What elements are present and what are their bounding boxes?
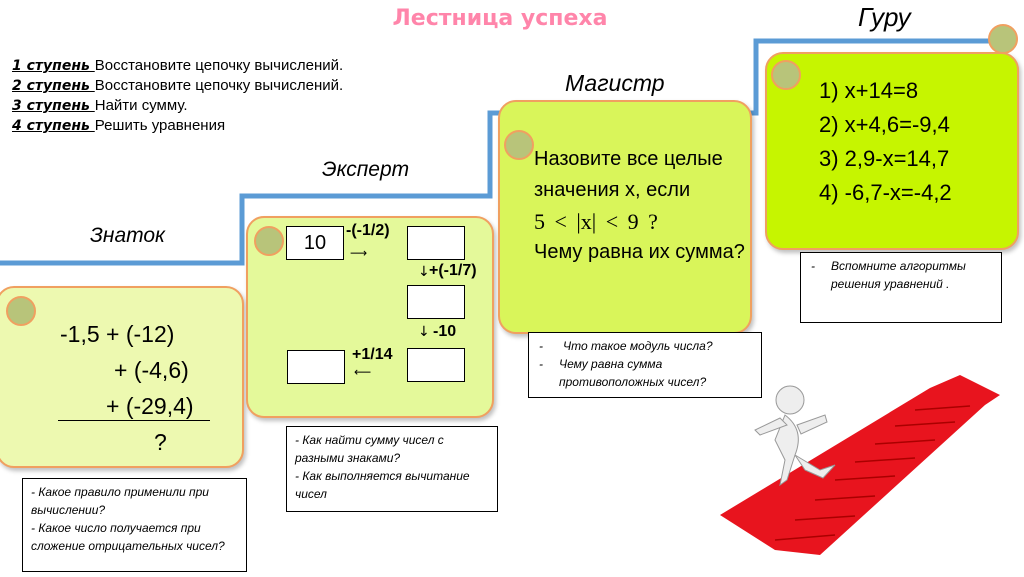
- question-text: Чему равна их сумма?: [534, 241, 745, 263]
- scroll-curl: [254, 226, 284, 256]
- equation: 3) 2,9-x=14,7: [819, 146, 950, 171]
- scroll-expert: 10 -(-1/2) ⟶ ↓ +(-1/7) ↓ -10 +1/14 ⟵: [246, 216, 494, 418]
- step-text: Восстановите цепочку вычислений.: [94, 77, 344, 94]
- arrow-left-icon: ⟵: [354, 365, 372, 379]
- expression-line: + (-29,4): [106, 393, 194, 419]
- scroll-magistr: Назовите все целые значения x, если 5 < …: [498, 100, 752, 334]
- step-label: 1 ступень: [12, 58, 95, 74]
- arrow-down-icon: ↓: [418, 324, 430, 340]
- scroll-guru: 1) x+14=8 2) x+4,6=-9,4 3) 2,9-x=14,7 4)…: [765, 52, 1019, 250]
- answer-box[interactable]: [287, 350, 345, 384]
- start-value-box: 10: [286, 226, 344, 260]
- hint-box-expert: - Как найти сумму чисел с разными знакам…: [286, 426, 498, 512]
- hint-text: Что такое модуль числа?: [563, 339, 713, 353]
- expression-line: + (-4,6): [114, 357, 189, 383]
- answer-box[interactable]: [407, 348, 465, 382]
- operation-label: +1/14: [352, 346, 393, 363]
- magistr-question: Назовите все целые значения x, если 5 < …: [534, 144, 750, 268]
- instruction-2: 2 ступень Восстановите цепочку вычислени…: [12, 76, 343, 96]
- instruction-3: 3 ступень Найти сумму.: [12, 96, 343, 116]
- equation: 1) x+14=8: [819, 78, 919, 103]
- hint-text: - Как выполняется вычитание чисел: [295, 469, 470, 501]
- answer-placeholder: ?: [154, 429, 167, 455]
- red-staircase-illustration: [720, 375, 1000, 555]
- hint-text: Чему равна сумма противоположных чисел?: [559, 357, 707, 389]
- hint-text: - Какое число получается при сложение от…: [31, 521, 225, 553]
- scroll-curl: [504, 130, 534, 160]
- hint-box-magistr: - Что такое модуль числа? - Чему равна с…: [528, 332, 762, 398]
- hint-item: - Что такое модуль числа?: [539, 339, 713, 353]
- expression-line: -1,5 + (-12): [60, 321, 175, 347]
- step-label: 3 ступень: [12, 98, 95, 114]
- step-text: Решить уравнения: [94, 117, 226, 134]
- sum-line: [58, 420, 210, 421]
- level-expert: Эксперт: [322, 158, 410, 181]
- hint-text: - Как найти сумму чисел с разными знакам…: [295, 433, 444, 465]
- inequality: 5 < |x| < 9 ?: [534, 209, 658, 234]
- slide-title: Лестница успеха: [392, 6, 608, 31]
- question-text: Назовите все целые значения x, если: [534, 148, 723, 201]
- hint-item: - Чему равна сумма противоположных чисел…: [539, 355, 753, 391]
- hint-item: - Вспомните алгоритмы решения уравнений …: [811, 257, 993, 293]
- scroll-curl: [6, 296, 36, 326]
- step-label: 2 ступень: [12, 78, 95, 94]
- hint-text: - Какое правило применили при вычислении…: [31, 485, 209, 517]
- equation: 4) -6,7-x=-4,2: [819, 180, 952, 205]
- scroll-znatok: -1,5 + (-12) + (-4,6) + (-29,4) ?: [0, 286, 244, 468]
- operation-label: +(-1/7): [429, 262, 477, 279]
- arrow-right-icon: ⟶: [350, 246, 368, 260]
- operation-label: -10: [433, 323, 457, 340]
- arrow-down-icon: ↓: [418, 264, 430, 280]
- instruction-4: 4 ступень Решить уравнения: [12, 116, 343, 136]
- step-label: 4 ступень: [12, 118, 95, 134]
- scroll-curl: [988, 24, 1018, 54]
- scroll-curl: [771, 60, 801, 90]
- instruction-1: 1 ступень Восстановите цепочку вычислени…: [12, 56, 343, 76]
- answer-box[interactable]: [407, 226, 465, 260]
- step-text: Найти сумму.: [94, 97, 188, 114]
- step-text: Восстановите цепочку вычислений.: [94, 57, 344, 74]
- operation-label: -(-1/2): [346, 222, 390, 239]
- level-guru: Гуру: [858, 2, 911, 32]
- hint-text: Вспомните алгоритмы решения уравнений .: [831, 259, 966, 291]
- hint-box-guru: - Вспомните алгоритмы решения уравнений …: [800, 252, 1002, 323]
- level-znatok: Знаток: [90, 224, 165, 247]
- instructions: 1 ступень Восстановите цепочку вычислени…: [12, 56, 343, 136]
- running-figure: [754, 385, 836, 487]
- level-magistr: Магистр: [565, 70, 665, 96]
- answer-box[interactable]: [407, 285, 465, 319]
- hint-box-znatok: - Какое правило применили при вычислении…: [22, 478, 247, 572]
- equations-list: 1) x+14=8 2) x+4,6=-9,4 3) 2,9-x=14,7 4)…: [819, 74, 952, 210]
- equation: 2) x+4,6=-9,4: [819, 112, 950, 137]
